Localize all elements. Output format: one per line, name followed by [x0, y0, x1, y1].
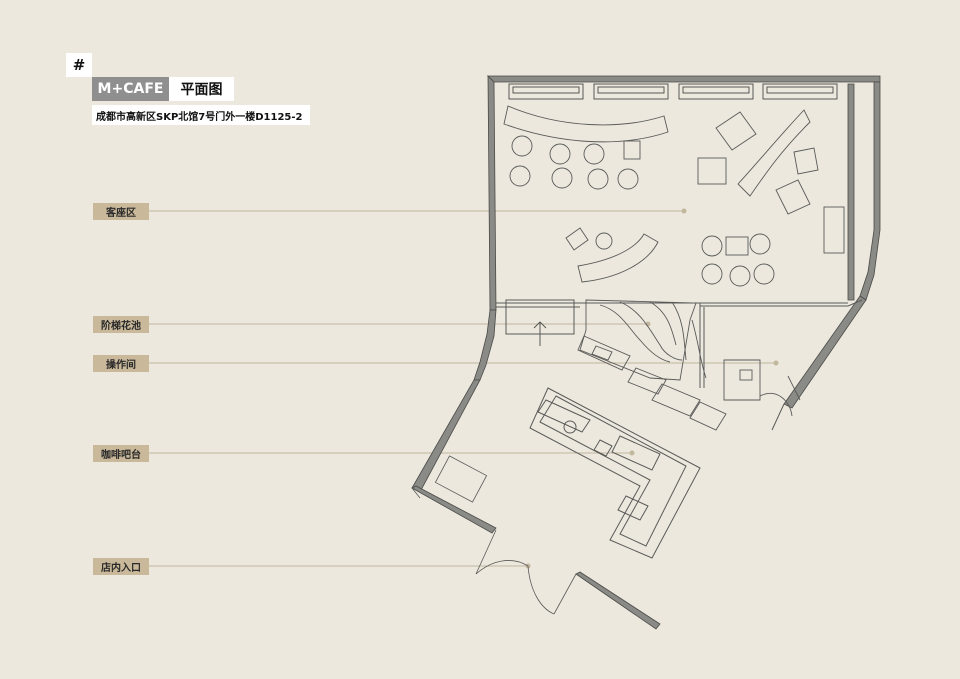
appliance-2 — [651, 383, 701, 417]
wall-left-curve — [473, 309, 497, 381]
bar-cabinet — [617, 495, 649, 521]
bar-station-1 — [537, 399, 591, 433]
espresso-machine — [611, 435, 661, 471]
lounge-chair-4 — [775, 179, 811, 215]
workroom-top-wall — [700, 299, 863, 307]
entrance-door-right-swing — [527, 565, 555, 615]
zone-label-coffee-bar: 咖啡吧台 — [93, 445, 149, 462]
stool-6 — [587, 168, 609, 190]
stool-2 — [549, 143, 571, 165]
lounge-chair-2 — [697, 157, 727, 185]
bar-grinder — [563, 420, 577, 434]
wall-bottom-left — [411, 485, 497, 534]
zone-label-planter: 阶梯花池 — [93, 316, 149, 333]
bench-curved-1 — [503, 105, 669, 143]
window-4 — [762, 83, 838, 100]
bench-curved-2 — [737, 109, 811, 197]
wall-left-upper — [487, 75, 497, 311]
appliance-3 — [689, 401, 727, 431]
brand-title: M+CAFE — [92, 77, 169, 101]
wall-bottom-right — [575, 571, 661, 630]
zone-label-seating: 客座区 — [93, 203, 149, 220]
leader-dot-coffee-bar — [629, 450, 635, 456]
partitions — [496, 299, 863, 431]
sink-1 — [591, 345, 613, 361]
glass-frame-1 — [411, 487, 421, 499]
wall-left-diag — [411, 379, 481, 493]
workroom-door — [787, 375, 801, 401]
seating-furniture — [503, 105, 845, 287]
bar-counter-inner — [539, 395, 687, 547]
stool-10 — [749, 233, 771, 255]
address-label: 成都市高新区SKP北馆7号门外一楼D1125-2 — [92, 105, 311, 125]
workroom-door-swing — [759, 393, 793, 417]
planter-curve-1 — [599, 304, 671, 363]
step-arrow-head — [533, 321, 547, 329]
zone-label-entrance: 店内入口 — [93, 558, 149, 575]
bar-station-2 — [593, 439, 613, 457]
side-table-1 — [623, 140, 641, 160]
planter-curve-2 — [619, 301, 683, 361]
window-2 — [593, 83, 669, 100]
entrance — [411, 455, 577, 615]
storage-cabinet — [723, 359, 761, 401]
bench-curved-3 — [577, 233, 659, 283]
bar-counter — [529, 387, 701, 559]
window-1-inner — [512, 86, 580, 94]
window-3-inner — [682, 86, 750, 94]
wall-top — [487, 75, 881, 83]
hash-mark: # — [66, 53, 92, 77]
planter-curve-5 — [691, 319, 707, 379]
entrance-door-left-swing — [475, 560, 529, 575]
stool-8 — [595, 232, 613, 250]
window-3 — [678, 83, 754, 100]
storage-sink — [739, 369, 753, 381]
entrance-door-right — [553, 573, 577, 615]
planter-curve-4 — [671, 301, 687, 361]
workroom-right-wall — [771, 403, 785, 431]
wall-cabinet — [823, 206, 845, 254]
wall-right-lower — [783, 295, 867, 409]
entrance-mat — [434, 455, 488, 503]
window-1 — [508, 83, 584, 100]
table-1 — [725, 236, 749, 256]
lounge-chair-1 — [715, 111, 757, 151]
stool-3 — [583, 143, 605, 165]
window-2-inner — [597, 86, 665, 94]
stool-11 — [701, 263, 723, 285]
planter-curve-3 — [649, 301, 677, 346]
wall-right-outer — [859, 81, 881, 301]
lounge-chair-3 — [793, 147, 819, 175]
plan-subtitle: 平面图 — [169, 77, 234, 101]
stool-12 — [729, 265, 751, 287]
entrance-door-left — [475, 529, 497, 575]
appliance-1 — [627, 367, 667, 395]
planter — [579, 299, 707, 381]
stool-1 — [511, 135, 533, 157]
stool-7 — [617, 168, 639, 190]
small-seat — [565, 227, 589, 251]
stool-4 — [509, 165, 531, 187]
stool-13 — [753, 263, 775, 285]
zone-label-workroom: 操作间 — [93, 355, 149, 372]
coffee-bar — [529, 387, 701, 559]
counter-wall — [577, 335, 631, 371]
windows — [508, 83, 838, 100]
planter-outline — [579, 299, 697, 381]
leader-dot-seating — [681, 208, 687, 214]
wall-right-inner — [847, 83, 855, 301]
stool-5 — [551, 167, 573, 189]
outer-walls — [411, 75, 881, 630]
stool-9 — [701, 235, 723, 257]
window-4-inner — [766, 86, 834, 94]
workroom-equipment — [577, 335, 801, 431]
leader-dot-workroom — [773, 360, 779, 366]
